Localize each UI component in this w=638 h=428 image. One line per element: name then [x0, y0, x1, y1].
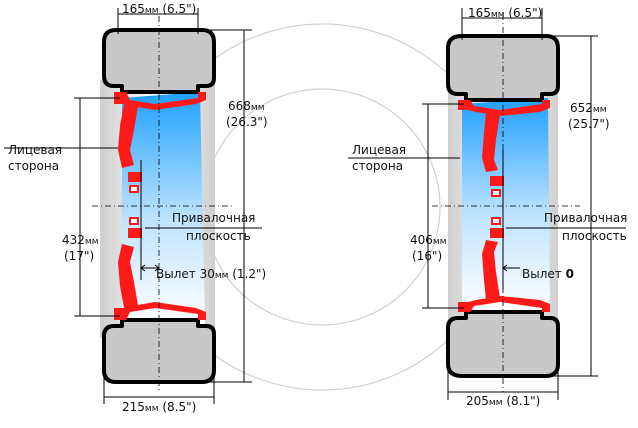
left-offset-dimension: Вылет 30мм (1.2") [140, 264, 266, 281]
right-wheel: 165мм (6.5") 652мм (25.7") 406мм (16") Л… [348, 6, 627, 408]
left-rim-diameter-inch: (17") [64, 249, 94, 263]
left-hub-top [128, 172, 142, 182]
left-outer-diameter-inch: (26.3") [226, 115, 268, 129]
right-section-width-unit: мм [489, 398, 503, 408]
left-outer-diameter-dimension: 668мм (26.3") [206, 29, 268, 383]
svg-text:215мм (8.5"): 215мм (8.5") [122, 400, 196, 414]
left-face-label-line1: Лицевая [8, 143, 62, 157]
left-offset-unit: мм [215, 271, 229, 281]
right-outer-diameter-value: 652 [570, 101, 593, 115]
right-rim-bottom-flange [458, 296, 550, 312]
right-section-width-value: 205 [466, 394, 489, 408]
left-offset-label: Вылет 30 [156, 267, 215, 281]
svg-text:432мм: 432мм [62, 233, 99, 247]
right-outer-diameter-inch: (25.7") [568, 117, 610, 131]
svg-text:165мм (6.5"): 165мм (6.5") [122, 2, 196, 16]
right-hub-top [490, 176, 504, 186]
left-rim-diameter-dimension: 432мм (17") [62, 97, 120, 317]
left-rim-top-flange [114, 92, 206, 110]
right-hub-mid-top [491, 189, 501, 197]
right-hub-mid-bottom [491, 217, 501, 225]
svg-text:205мм (8.1"): 205мм (8.1") [466, 394, 540, 408]
right-face-label-line2: сторона [352, 159, 403, 173]
right-tread-width-value: 165 [468, 6, 491, 20]
right-hub-bottom [490, 228, 504, 238]
left-mount-label-line2: плоскость [186, 229, 251, 243]
svg-text:668мм: 668мм [228, 99, 265, 113]
left-rim-upper-spoke [118, 104, 138, 168]
left-mount-label: Привалочная плоскость [145, 211, 262, 243]
right-section-width-dimension: 205мм (8.1") [447, 370, 559, 408]
left-rim-diameter-value: 432 [62, 233, 85, 247]
left-section-width-unit: мм [145, 404, 159, 414]
left-hub-mid-bottom [129, 217, 139, 225]
right-outer-diameter-unit: мм [593, 105, 607, 115]
right-face-label: Лицевая сторона [348, 143, 460, 173]
left-rim-diameter-unit: мм [85, 237, 99, 247]
left-face-label-line2: сторона [8, 159, 59, 173]
right-tread-width-inch: (6.5") [505, 6, 543, 20]
left-outer-diameter-value: 668 [228, 99, 251, 113]
right-section-width-inch: (8.1") [503, 394, 541, 408]
right-face-label-line1: Лицевая [352, 143, 406, 157]
right-mount-label-line2: плоскость [562, 229, 627, 243]
left-tread-width-value: 165 [122, 2, 145, 16]
svg-text:406мм: 406мм [410, 233, 447, 247]
right-offset-label: Вылет [522, 267, 566, 281]
svg-text:Вылет 0: Вылет 0 [522, 267, 574, 281]
svg-text:Вылет 30мм (1.2"): Вылет 30мм (1.2") [156, 267, 266, 281]
left-rim-lower-spoke [118, 244, 138, 308]
left-tread-width-unit: мм [145, 6, 159, 16]
left-rim-bottom-flange [114, 302, 206, 320]
left-face-label: Лицевая сторона [4, 143, 118, 173]
left-section-width-inch: (8.5") [159, 400, 197, 414]
right-rim-diameter-inch: (16") [412, 249, 442, 263]
right-mount-label-line1: Привалочная [544, 211, 627, 225]
left-wheel: 165мм (6.5") 668мм (26.3") 432мм (17") Л… [4, 2, 268, 414]
right-rim-diameter-value: 406 [410, 233, 433, 247]
left-section-width-value: 215 [122, 400, 145, 414]
left-tread-width-dimension: 165мм (6.5") [117, 2, 199, 34]
left-hub-bottom [128, 228, 142, 238]
left-mount-label-line1: Привалочная [172, 211, 255, 225]
right-offset-value: 0 [566, 267, 574, 281]
right-rim-lower-spoke [482, 240, 500, 300]
right-mount-label: Привалочная плоскость [506, 211, 627, 243]
svg-text:652мм: 652мм [570, 101, 607, 115]
right-rim-top-flange [458, 100, 550, 116]
left-hub-mid-top [129, 185, 139, 193]
left-offset-inch: (1.2") [228, 267, 266, 281]
right-offset-dimension: Вылет 0 [502, 264, 574, 281]
right-tread-width-unit: мм [491, 10, 505, 20]
left-tread-width-inch: (6.5") [159, 2, 197, 16]
right-tread-width-dimension: 165мм (6.5") [461, 6, 543, 40]
left-outer-diameter-unit: мм [251, 103, 265, 113]
right-rim-upper-spoke [482, 112, 500, 172]
right-rim-diameter-dimension: 406мм (16") [410, 103, 464, 309]
right-rim-diameter-unit: мм [433, 237, 447, 247]
left-section-width-dimension: 215мм (8.5") [103, 376, 215, 414]
svg-text:165мм (6.5"): 165мм (6.5") [468, 6, 542, 20]
